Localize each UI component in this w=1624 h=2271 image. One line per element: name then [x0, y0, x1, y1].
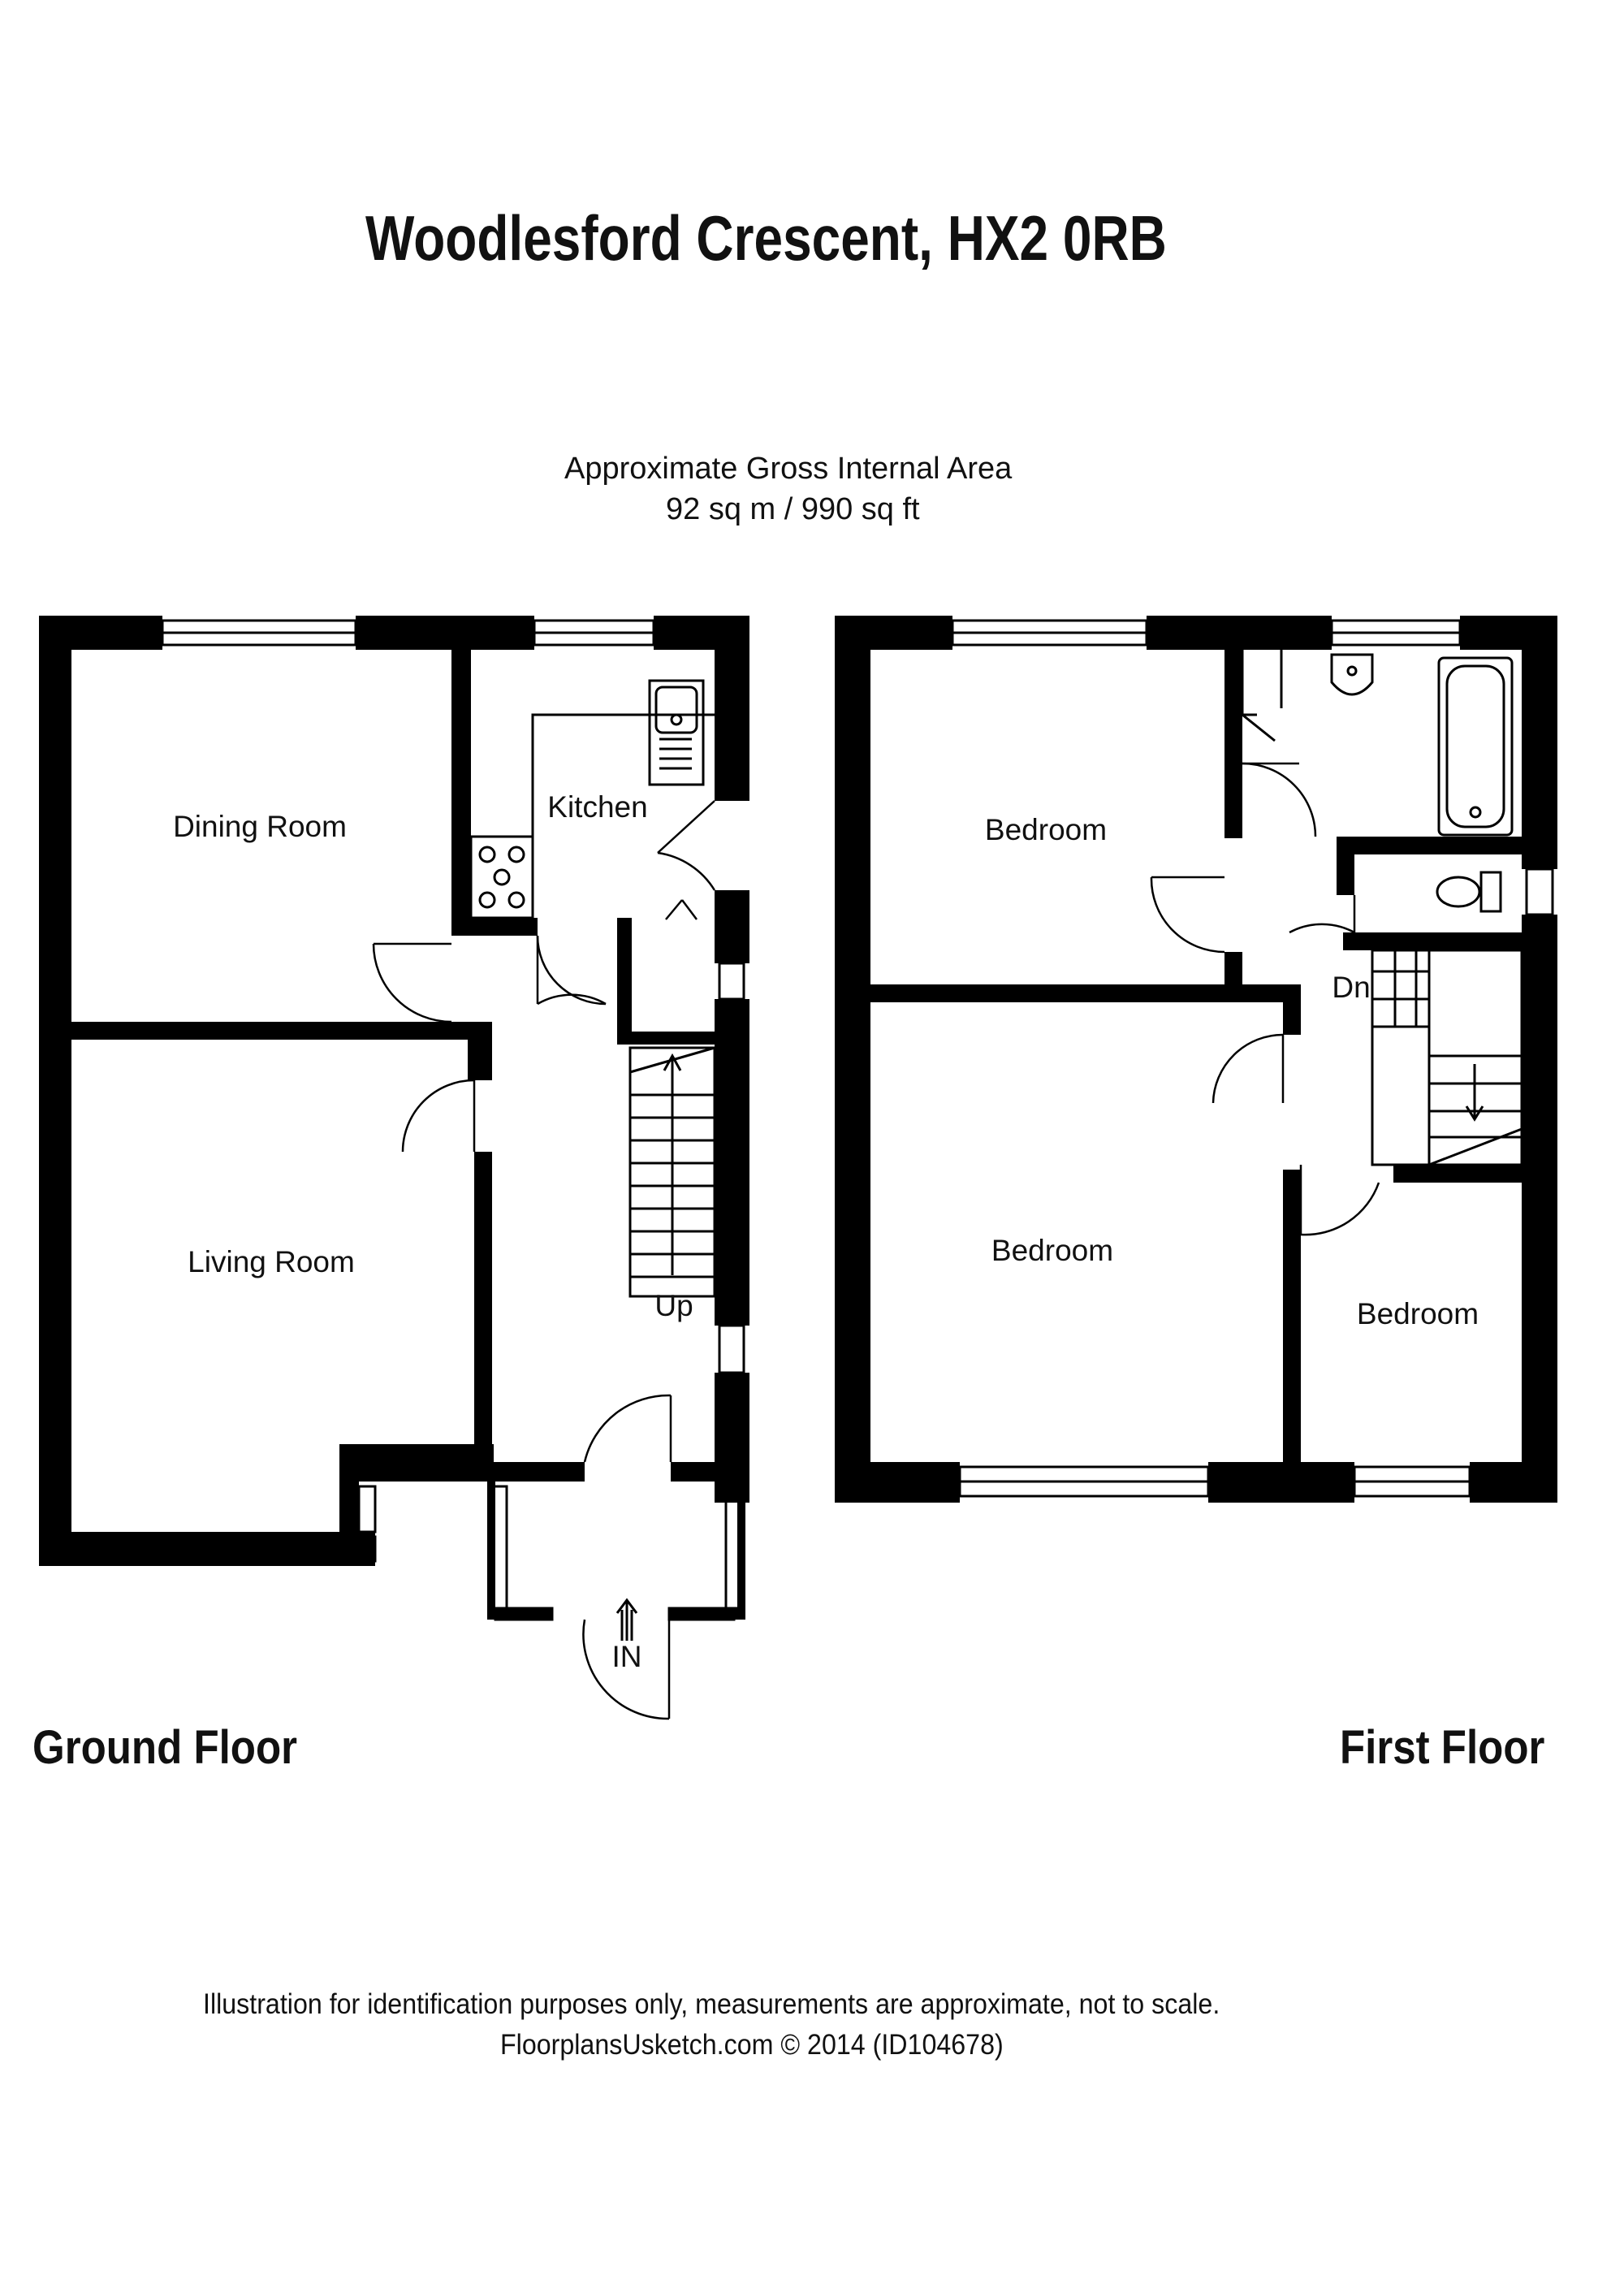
ground-floor-door-swings — [372, 800, 716, 1720]
stairs-down-label: Dn — [1332, 971, 1370, 1004]
first-floor-windows — [951, 619, 1554, 1498]
credit-text: FloorplansUsketch.com © 2014 (ID104678) — [500, 2029, 1004, 2061]
plan-title: Woodlesford Crescent, HX2 0RB — [365, 202, 1167, 274]
living-room-label: Living Room — [188, 1245, 355, 1278]
ground-floor-fittings — [469, 679, 716, 1641]
ground-floor-windows — [70, 619, 745, 1621]
first-floor-door-swings — [1150, 762, 1380, 1236]
disclaimer-text: Illustration for identification purposes… — [203, 1988, 1220, 2020]
area-label: Approximate Gross Internal Area — [564, 452, 1013, 486]
kitchen-label: Kitchen — [547, 790, 647, 824]
ground-floor-label: Ground Floor — [32, 1721, 298, 1774]
entrance-label: IN — [612, 1640, 642, 1673]
stairs-up-label: Up — [654, 1289, 693, 1322]
first-floor-fittings — [1241, 650, 1523, 1166]
bedroom-small-label: Bedroom — [1357, 1297, 1479, 1330]
first-floor-walls — [835, 616, 1557, 1503]
dining-room-label: Dining Room — [173, 810, 347, 843]
first-floor-label: First Floor — [1340, 1721, 1545, 1774]
ground-floor-walls — [39, 616, 749, 1620]
bedroom-top-label: Bedroom — [985, 813, 1107, 846]
area-value: 92 sq m / 990 sq ft — [666, 492, 920, 526]
bedroom-middle-label: Bedroom — [991, 1234, 1113, 1267]
